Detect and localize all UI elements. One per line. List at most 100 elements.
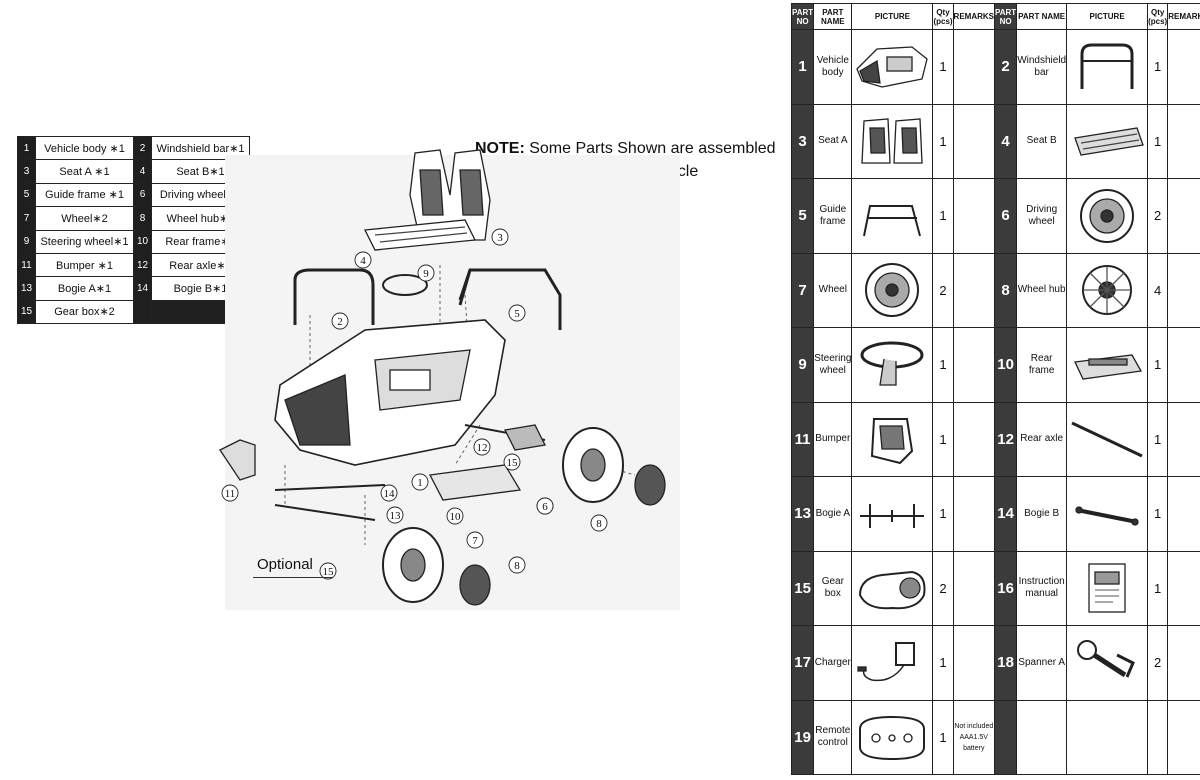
part-picture bbox=[851, 550, 934, 626]
seat-a-drawing bbox=[409, 149, 491, 241]
bogie-a-icon bbox=[860, 503, 925, 528]
part-remarks bbox=[952, 103, 996, 179]
part-number: 1 bbox=[790, 29, 815, 105]
part-name: Wheel hub bbox=[1016, 252, 1068, 328]
summary-part-number: 3 bbox=[17, 159, 36, 184]
part-name: Guide frame bbox=[813, 178, 853, 254]
part-picture bbox=[851, 252, 934, 328]
callout-11: 11 bbox=[221, 484, 239, 502]
part-name: Instruction manual bbox=[1016, 550, 1068, 626]
part-name: Bogie B bbox=[1016, 476, 1068, 552]
header-part-no-2: PART NO bbox=[993, 3, 1018, 30]
part-remarks bbox=[952, 625, 996, 701]
gear-box-drawing bbox=[504, 424, 546, 451]
summary-part-number: 8 bbox=[133, 206, 152, 231]
callout-8: 8 bbox=[590, 514, 608, 532]
callout-10: 10 bbox=[446, 507, 464, 525]
part-number: 18 bbox=[993, 625, 1018, 701]
part-quantity: 1 bbox=[1147, 103, 1169, 179]
header-qty-2: Qty (pcs) bbox=[1147, 3, 1169, 30]
summary-part-number bbox=[133, 299, 152, 325]
windshield-bar-drawing bbox=[293, 268, 375, 325]
part-remarks bbox=[952, 327, 996, 403]
exploded-assembly-diagram: 1234567891011121314156815 bbox=[219, 149, 680, 610]
header-remarks-2: REMARKS bbox=[1167, 3, 1200, 30]
summary-part-name: Bumper ∗1 bbox=[35, 252, 134, 278]
part-number: 4 bbox=[993, 103, 1018, 179]
part-name: Spanner A bbox=[1016, 625, 1068, 701]
part-name: Rear axle bbox=[1016, 401, 1068, 477]
part-number: 9 bbox=[790, 327, 815, 403]
part-quantity bbox=[1147, 699, 1169, 775]
seat-b-icon bbox=[1074, 127, 1144, 156]
part-picture bbox=[851, 327, 934, 403]
optional-label: Optional bbox=[257, 556, 313, 573]
vehicle-body-icon bbox=[856, 46, 929, 88]
part-picture bbox=[1066, 178, 1149, 254]
callout-label: 4 bbox=[360, 255, 366, 267]
callout-4: 4 bbox=[354, 251, 372, 269]
summary-part-number: 15 bbox=[17, 299, 36, 325]
summary-part-number: 11 bbox=[17, 252, 36, 278]
wheel-icon bbox=[865, 263, 920, 318]
callout-3: 3 bbox=[491, 228, 509, 246]
callout-14: 14 bbox=[380, 484, 398, 502]
part-quantity: 1 bbox=[932, 401, 954, 477]
part-quantity: 2 bbox=[932, 252, 954, 328]
callout-12: 12 bbox=[473, 438, 491, 456]
summary-part-number: 4 bbox=[133, 159, 152, 184]
part-name: Seat A bbox=[813, 103, 853, 179]
summary-part-number: 5 bbox=[17, 182, 36, 208]
part-remarks bbox=[952, 401, 996, 477]
note-label: NOTE: bbox=[475, 140, 525, 157]
callout-16: 6 bbox=[536, 497, 554, 515]
part-remarks bbox=[952, 476, 996, 552]
part-quantity: 2 bbox=[1147, 178, 1169, 254]
summary-part-number: 13 bbox=[17, 276, 36, 301]
driving-wheel-icon bbox=[1080, 188, 1135, 243]
part-number: 3 bbox=[790, 103, 815, 179]
callout-label: 3 bbox=[497, 232, 503, 244]
part-remarks bbox=[1167, 401, 1200, 477]
part-remarks bbox=[1167, 252, 1200, 328]
part-number: 11 bbox=[790, 401, 815, 477]
part-quantity: 2 bbox=[1147, 625, 1169, 701]
header-picture: PICTURE bbox=[851, 3, 934, 30]
part-remarks bbox=[952, 178, 996, 254]
part-number: 13 bbox=[790, 476, 815, 552]
part-remarks bbox=[952, 252, 996, 328]
rear-axle-icon bbox=[1071, 421, 1143, 458]
part-name: Bumper bbox=[813, 401, 853, 477]
part-number: 17 bbox=[790, 625, 815, 701]
guide-frame-icon bbox=[863, 204, 922, 237]
part-quantity: 1 bbox=[932, 625, 954, 701]
part-remarks bbox=[1167, 103, 1200, 179]
callout-label: 13 bbox=[390, 510, 402, 522]
part-quantity: 1 bbox=[932, 699, 954, 775]
summary-part-name: Wheel∗2 bbox=[35, 206, 134, 231]
part-number: 7 bbox=[790, 252, 815, 328]
callout-1: 1 bbox=[411, 473, 429, 491]
callout-label: 15 bbox=[323, 566, 335, 578]
part-picture bbox=[851, 476, 934, 552]
callout-13: 13 bbox=[386, 506, 404, 524]
note-line-1: Some Parts Shown are assembled bbox=[524, 140, 776, 157]
steering-wheel-drawing bbox=[382, 274, 428, 296]
bumper-icon bbox=[871, 418, 914, 465]
part-number: 2 bbox=[993, 29, 1018, 105]
part-name: Charger bbox=[813, 625, 853, 701]
seat-a-icon bbox=[861, 118, 924, 164]
summary-part-name: Vehicle body ∗1 bbox=[35, 135, 134, 161]
part-name bbox=[1016, 699, 1068, 775]
parts-list-table: PART NO PART NAME PICTURE Qty (pcs) REMA… bbox=[790, 3, 1200, 775]
part-number: 12 bbox=[993, 401, 1018, 477]
part-remarks bbox=[1167, 29, 1200, 105]
wheel-hub-drawing-2 bbox=[459, 564, 491, 606]
part-name: Steering wheel bbox=[813, 327, 853, 403]
vehicle-body-drawing bbox=[274, 319, 506, 466]
